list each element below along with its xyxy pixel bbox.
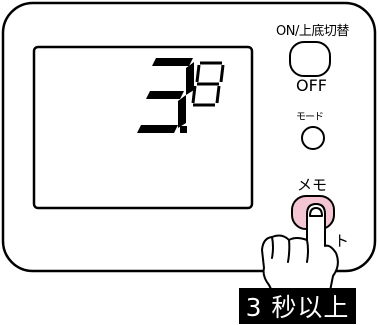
reset-label-partial: ト — [334, 232, 350, 250]
mode-button[interactable] — [302, 127, 324, 149]
pressing-hand — [261, 203, 339, 292]
on-off-top-label: ON/上底切替 — [276, 24, 349, 39]
on-off-button-shape — [289, 41, 331, 77]
hold-duration-caption: 3 秒以上 — [239, 288, 356, 324]
lcd-digit-small — [191, 61, 225, 107]
on-off-bottom-label: OFF — [296, 76, 327, 95]
memo-button[interactable] — [292, 196, 334, 229]
mode-button-shape — [301, 126, 325, 150]
lcd-digit-large — [137, 58, 194, 133]
lcd-decimal-point — [180, 126, 187, 133]
on-off-button[interactable] — [290, 42, 330, 76]
memo-label: メモ — [297, 176, 328, 194]
mode-label: モード — [296, 112, 324, 123]
